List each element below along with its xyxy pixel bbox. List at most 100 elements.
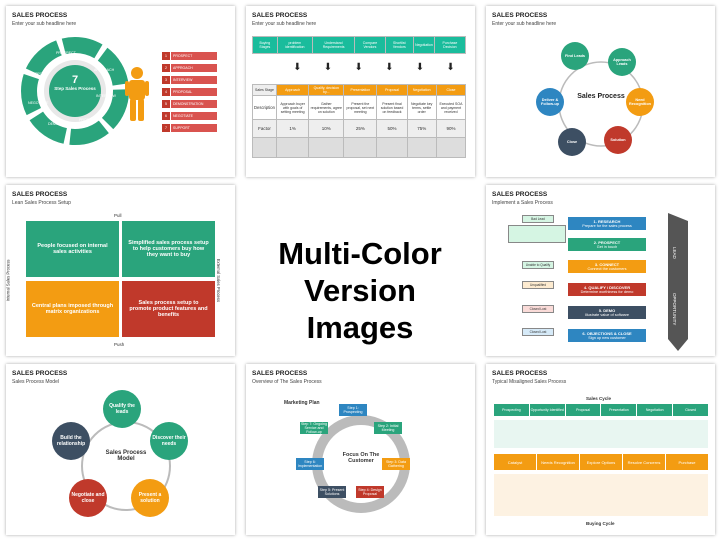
- slide-thumb-3[interactable]: SALES PROCESS Enter your sub headline he…: [486, 6, 715, 177]
- cycle-center: Sales Process: [577, 93, 625, 100]
- quadrant-box: Central plans imposed through matrix org…: [26, 281, 119, 337]
- ring-label: INTERVIEW: [96, 94, 116, 98]
- marketing-plan-label: Marketing Plan: [284, 400, 320, 406]
- down-arrow-icon: ⬇: [323, 62, 333, 73]
- down-arrow-icon: ⬇: [415, 62, 425, 73]
- slide-subtitle: Lean Sales Process Setup: [12, 200, 71, 206]
- hub-label-block: 7 Step Sales Process: [54, 74, 96, 91]
- model-node: Discover their needs: [150, 422, 188, 460]
- cycle-node: Approach Leads: [608, 48, 636, 76]
- overview-step: Step 4: Design Proposal: [356, 486, 384, 498]
- slide-subtitle: Implement a Sales Process: [492, 200, 553, 206]
- ring-label: DEMONSTRATION: [48, 122, 80, 126]
- slide-thumb-8[interactable]: SALES PROCESS Typical Misaligned Sales P…: [486, 364, 715, 535]
- outcome-box: Closed Lost: [522, 305, 554, 313]
- caption-line-1: Multi-Color: [278, 236, 442, 271]
- slide-title: SALES PROCESS: [492, 370, 548, 377]
- ring-label: PROPOSAL: [79, 118, 99, 122]
- person-icon: [125, 67, 149, 121]
- buying-notes-area: [494, 474, 708, 516]
- slide-title: SALES PROCESS: [12, 191, 68, 198]
- slide-subtitle: Enter your sub headline here: [492, 21, 557, 27]
- model-center: Sales Process Model: [105, 450, 147, 462]
- outcome-box: Unable to Qualify: [522, 261, 554, 269]
- overview-step: Step 5: Present Solutions: [318, 486, 346, 498]
- model-node: Negotiate and close: [69, 479, 107, 517]
- slide-title: SALES PROCESS: [492, 191, 548, 198]
- slide-subtitle: Enter your sub headline here: [12, 21, 77, 27]
- slide-thumb-7[interactable]: SALES PROCESS Overview of The Sales Proc…: [246, 364, 475, 535]
- quadrant-box: Sales process setup to promote product f…: [122, 281, 215, 337]
- outcome-box: Bad Lead: [522, 215, 554, 223]
- cycle-node: Deliver & Follow-up: [536, 88, 564, 116]
- caption-line-2: Version Images: [304, 273, 416, 345]
- slide-thumb-1[interactable]: SALES PROCESS Enter your sub headline he…: [6, 6, 235, 177]
- ring-label: APPROACH: [94, 68, 115, 72]
- axis-right: External Sales Process: [216, 258, 222, 303]
- cycle-node: Solution: [604, 126, 632, 154]
- sales-notes-area: [494, 420, 708, 448]
- quadrant-box: People focused on internal sales activit…: [26, 221, 119, 277]
- outcome-box: Unqualified: [522, 281, 554, 289]
- cycle-node: Find Leads: [561, 42, 589, 70]
- axis-left: Internal Sales Process: [6, 259, 11, 302]
- funnel-arrow: [668, 213, 688, 351]
- slide-title: SALES PROCESS: [252, 12, 308, 19]
- slide-title: SALES PROCESS: [12, 12, 68, 19]
- sales-cycle-label: Sales Cycle: [586, 396, 612, 401]
- slide-subtitle: Sales Process Model: [12, 379, 59, 385]
- slide-subtitle: Overview of The Sales Process: [252, 379, 322, 385]
- overview-step: Step 7: Ongoing Service and Follow-up: [300, 422, 328, 434]
- model-node: Build the relationship: [52, 422, 90, 460]
- overview-step: Step 6: Implementation: [296, 458, 324, 470]
- slide-title: SALES PROCESS: [492, 12, 548, 19]
- step-ring-diagram: [21, 37, 129, 145]
- arrow-label: LEAD: [672, 247, 677, 259]
- model-node: Qualify the leads: [103, 390, 141, 428]
- down-arrow-icon: ⬇: [354, 62, 363, 73]
- lead-sub-grid: [508, 225, 566, 243]
- sales-stage-table: Sales Stage Approach Qualify, decision b…: [252, 84, 467, 158]
- sales-cycle-row: Prospecting Opportunity Identified Propo…: [494, 404, 708, 416]
- outcome-box: Closed Lost: [522, 328, 554, 336]
- slide-title: SALES PROCESS: [12, 370, 68, 377]
- down-arrow-icon: ⬇: [385, 62, 394, 73]
- arrow-label: OPPORTUNITY: [672, 293, 677, 326]
- hub-number: 7: [71, 74, 79, 86]
- slide-thumb-2[interactable]: SALES PROCESS Enter your sub headline he…: [246, 6, 475, 177]
- slide-subtitle: Enter your sub headline here: [252, 21, 317, 27]
- slide-thumb-6[interactable]: SALES PROCESS Sales Process Model Sales …: [6, 364, 235, 535]
- slide-subtitle: Typical Misaligned Sales Process: [492, 379, 567, 385]
- overview-step: Step 3: Data Gathering: [382, 458, 410, 470]
- overview-center: Focus On The Customer: [342, 452, 380, 464]
- hub-label: Step Sales Process: [54, 86, 96, 91]
- buying-cycle-label: Buying Cycle: [586, 521, 615, 526]
- model-node: Present a solution: [131, 479, 169, 517]
- cycle-node: Need Recognition: [626, 88, 654, 116]
- axis-pull: Pull: [114, 213, 122, 218]
- ring-label: PROSPECT: [56, 51, 76, 55]
- ring-label: SUPPORT: [30, 72, 48, 76]
- slide-title: SALES PROCESS: [252, 370, 308, 377]
- cycle-node: Close: [558, 128, 586, 156]
- slide-thumb-4[interactable]: SALES PROCESS Lean Sales Process Setup P…: [6, 185, 235, 356]
- overview-step: Step 1: Prospecting: [339, 404, 367, 416]
- slide-thumb-5[interactable]: SALES PROCESS Implement a Sales Process …: [486, 185, 715, 356]
- down-arrow-icon: ⬇: [293, 62, 302, 73]
- down-arrows: ⬇⬇⬇ ⬇⬇⬇: [252, 62, 466, 73]
- quadrant-box: Simplified sales process setup to help c…: [122, 221, 215, 277]
